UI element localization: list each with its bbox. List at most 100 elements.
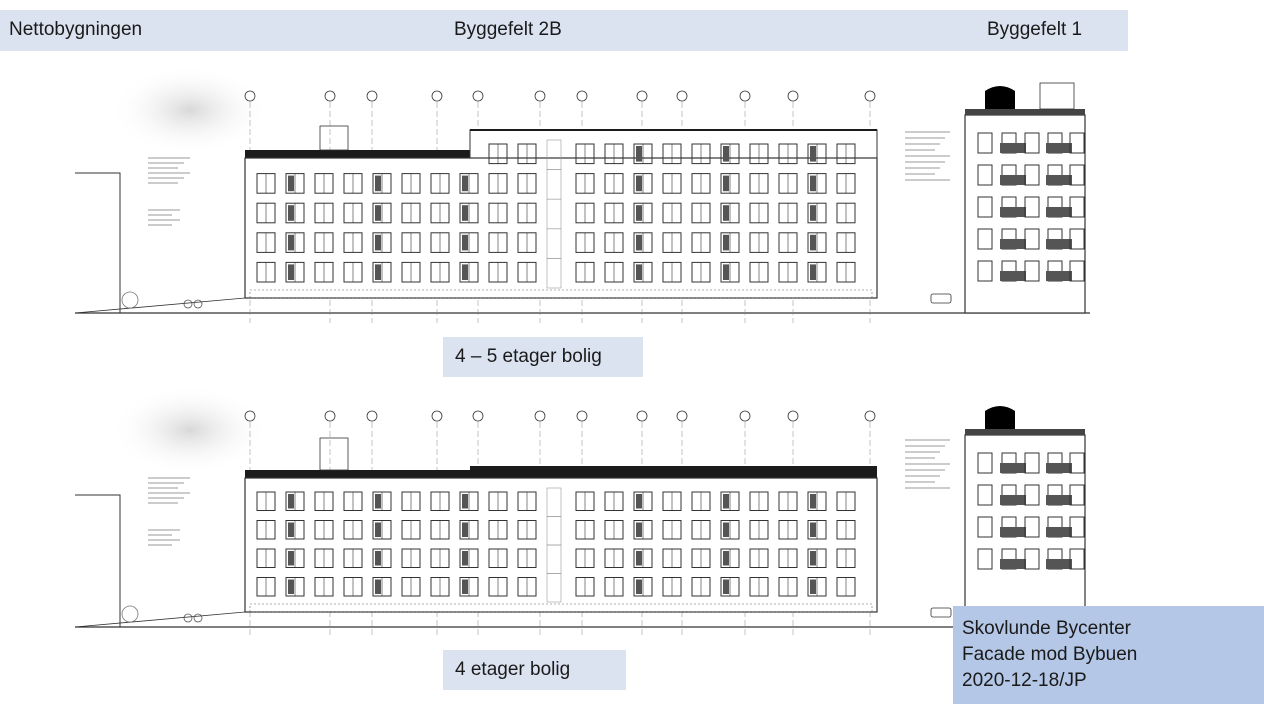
window-shade (810, 175, 816, 192)
grid-axis-marker (534, 410, 546, 422)
window-shade (810, 551, 816, 566)
byggefelt1-window (977, 196, 993, 218)
grid-axis-marker (534, 90, 546, 102)
window-shade (462, 264, 468, 280)
byggefelt1-balcony (1046, 271, 1072, 281)
window-shade (723, 234, 729, 251)
grid-axis-marker (324, 90, 336, 102)
window-shade (375, 264, 381, 280)
byggefelt1-window (1069, 132, 1085, 154)
grid-axis-marker (787, 90, 799, 102)
window-shade (462, 551, 468, 566)
terrain-slope (74, 611, 246, 628)
header-label-bar (0, 10, 1128, 51)
window-shade (462, 175, 468, 192)
byggefelt1-window (977, 452, 993, 474)
window-shade (288, 234, 294, 251)
window-shade (636, 579, 642, 594)
byggefelt1-balcony (1046, 559, 1072, 569)
grid-axis-marker (576, 90, 588, 102)
window-shade (288, 205, 294, 221)
window-shade (636, 494, 642, 509)
byggefelt1-window (1024, 132, 1040, 154)
planting-strip (249, 289, 873, 299)
byggefelt1-window (1024, 452, 1040, 474)
byggefelt1-window (1069, 260, 1085, 282)
window-shade (375, 234, 381, 251)
caption-4-floors: 4 etager bolig (443, 650, 626, 690)
byggefelt1-window (1069, 228, 1085, 250)
byggefelt1-window (977, 164, 993, 186)
shadow-blur (110, 70, 270, 155)
window-shade (636, 551, 642, 566)
bicycle-icon (193, 299, 203, 309)
window-shade (462, 234, 468, 251)
window-shade (810, 494, 816, 509)
byggefelt1-window (977, 260, 993, 282)
window-shade (462, 579, 468, 594)
window-shade (810, 264, 816, 280)
window-shade (636, 264, 642, 280)
byggefelt1-roof (965, 429, 1085, 435)
label-nettobygningen: Nettobygningen (9, 19, 143, 40)
window-shade (636, 522, 642, 537)
window-shade (810, 234, 816, 251)
window-shade (288, 264, 294, 280)
window-shade (810, 522, 816, 537)
elevation-drawing-4-floors (74, 390, 1090, 637)
window-shade (462, 522, 468, 537)
grid-axis-marker (676, 410, 688, 422)
window-shade (288, 522, 294, 537)
caption-4-floors-text: 4 etager bolig (455, 659, 571, 680)
window-shade (375, 175, 381, 192)
stair-window (546, 258, 562, 289)
byggefelt1-window (1024, 548, 1040, 570)
window-shade (288, 579, 294, 594)
roof-band-left (245, 470, 470, 478)
byggefelt1-balcony (1000, 559, 1026, 569)
terrain-slope (74, 297, 246, 314)
byggefelt1-window (1024, 516, 1040, 538)
window-shade (810, 579, 816, 594)
window-shade (723, 146, 729, 162)
caption-4-5-floors-text: 4 – 5 etager bolig (455, 346, 602, 367)
grid-axis-marker (431, 410, 443, 422)
window-shade (810, 146, 816, 162)
window-shade (636, 234, 642, 251)
project-info-box: Skovlunde Bycenter Facade mod Bybuen 202… (953, 606, 1264, 704)
byggefelt1-rooftop (985, 406, 1015, 429)
byggefelt1-window (977, 228, 993, 250)
byggefelt1-window (1069, 516, 1085, 538)
bicycle-icon (183, 299, 193, 309)
byggefelt1-balcony (1000, 239, 1026, 249)
window-shade (375, 494, 381, 509)
window-shade (723, 264, 729, 280)
tree-icon (121, 291, 139, 309)
tree-icon (121, 605, 139, 623)
byggefelt1-balcony (1046, 143, 1072, 153)
car-icon (930, 293, 952, 304)
grid-axis-marker (864, 90, 876, 102)
grid-axis-marker (787, 410, 799, 422)
grid-axis-marker (472, 90, 484, 102)
window-shade (288, 494, 294, 509)
elevation-drawing-4-5-floors (74, 70, 1090, 323)
grid-axis-marker (739, 410, 751, 422)
window-shade (375, 205, 381, 221)
byggefelt1-window (1024, 196, 1040, 218)
shadow-blur (110, 390, 270, 475)
window-shade (723, 175, 729, 192)
window-shade (288, 551, 294, 566)
byggefelt1-balcony (1046, 495, 1072, 505)
roof-structure (319, 437, 349, 471)
byggefelt1-window (1024, 228, 1040, 250)
window-shade (288, 175, 294, 192)
project-name: Skovlunde Bycenter (962, 618, 1131, 639)
drawing-date: 2020-12-18/JP (962, 670, 1087, 691)
byggefelt1-balcony (1000, 495, 1026, 505)
car-icon (930, 607, 952, 618)
byggefelt1-balcony (1000, 527, 1026, 537)
byggefelt1-window (1069, 164, 1085, 186)
caption-4-5-floors: 4 – 5 etager bolig (443, 337, 643, 377)
byggefelt1-window (977, 132, 993, 154)
